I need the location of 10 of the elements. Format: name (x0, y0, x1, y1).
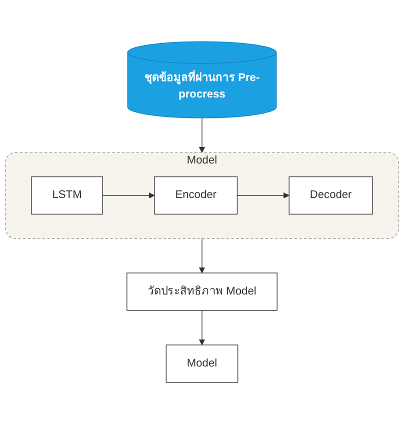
arrow (102, 192, 155, 198)
arrow (236, 192, 290, 198)
node-box: Decoder (288, 176, 373, 214)
arrow (198, 238, 206, 273)
node-box: LSTM (31, 176, 103, 214)
node-box: Model (166, 344, 238, 382)
arrow (198, 117, 206, 152)
node-box: Encoder (154, 176, 238, 214)
arrow (198, 310, 206, 345)
node-box: วัดประสิทธิภาพ Model (126, 272, 278, 310)
